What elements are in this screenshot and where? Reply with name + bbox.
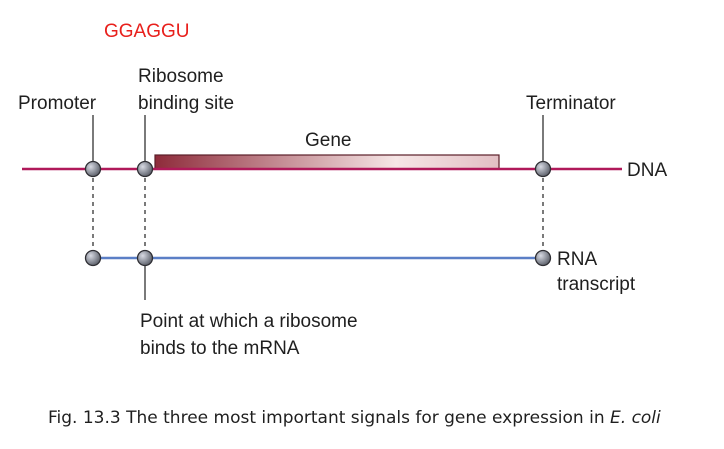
rbs-label-line2: binding site — [138, 93, 234, 114]
gene-box — [154, 154, 500, 170]
sequence-label: GGAGGU — [104, 21, 190, 42]
gene-label: Gene — [305, 130, 351, 151]
ribosome-point-label-line1: Point at which a ribosome — [140, 311, 358, 332]
ribosome-point-label-line2: binds to the mRNA — [140, 338, 300, 359]
caption-organism: E. coli — [610, 408, 661, 428]
caption-text: Fig. 13.3 The three most important signa… — [48, 408, 611, 428]
terminator-marker — [534, 160, 552, 178]
rna-label-line2: transcript — [557, 274, 636, 295]
dna-label: DNA — [627, 160, 667, 181]
rna-end-marker — [534, 249, 552, 267]
terminator-label: Terminator — [526, 93, 616, 114]
rna-start-marker — [84, 249, 102, 267]
figure-caption: Fig. 13.3 The three most important signa… — [48, 408, 708, 428]
promoter-label: Promoter — [18, 93, 97, 114]
promoter-marker — [84, 160, 102, 178]
rbs-label-line1: Ribosome — [138, 66, 224, 87]
rbs-marker — [136, 160, 154, 178]
rna-ribosome-marker — [136, 249, 154, 267]
rna-label-line1: RNA — [557, 249, 597, 270]
